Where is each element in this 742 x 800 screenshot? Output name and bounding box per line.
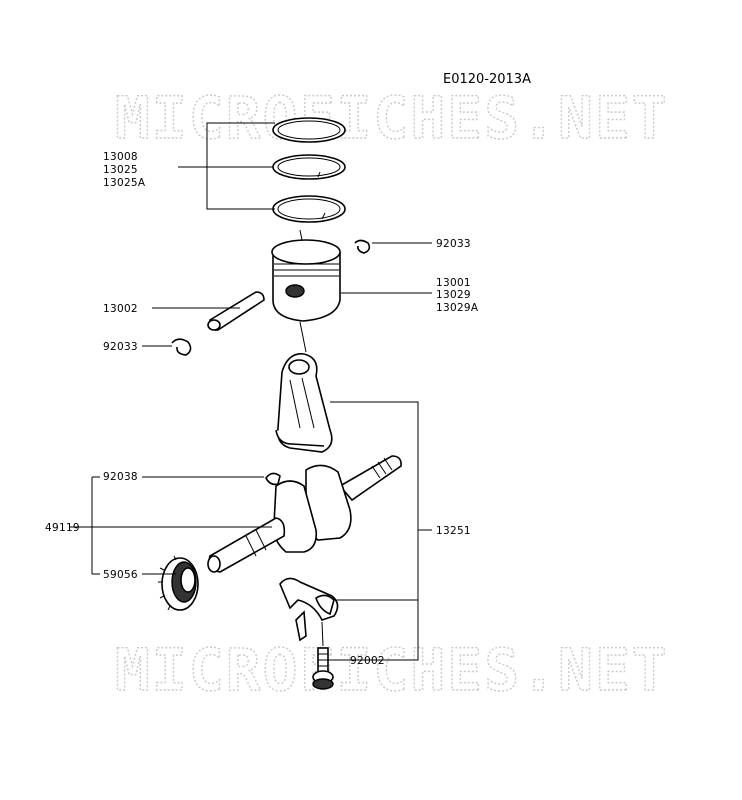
piston — [271, 229, 341, 322]
watermark-bottom: MICROFICHES.NET — [115, 636, 669, 704]
diagram-code: E0120-2013A — [443, 72, 531, 87]
woodruff-key — [265, 472, 281, 486]
crankshaft-gear — [158, 555, 199, 611]
callout-13001: 13001 — [436, 277, 471, 289]
rod-cap — [279, 577, 339, 642]
connecting-rod — [275, 353, 333, 453]
callout-92038: 92038 — [103, 471, 138, 483]
callout-13025: 13025 — [103, 164, 138, 176]
ring-top — [272, 117, 346, 143]
ring-bottom — [272, 195, 346, 223]
circlip-left — [171, 338, 192, 356]
callout-13002: 13002 — [103, 303, 138, 315]
crankshaft — [207, 455, 402, 573]
callout-92033-left: 92033 — [103, 341, 138, 353]
circlip-top — [354, 239, 371, 254]
callout-13029: 13029 — [436, 289, 471, 301]
watermark-top: MICROFICHES.NET — [115, 84, 669, 152]
callout-49119: 49119 — [45, 522, 80, 534]
callout-13008: 13008 — [103, 151, 138, 163]
callout-13025a: 13025A — [103, 177, 146, 189]
callout-13251: 13251 — [436, 525, 471, 537]
piston-pin — [207, 291, 265, 331]
callout-92002: 92002 — [350, 655, 385, 667]
ring-middle — [272, 154, 346, 180]
piston-rings — [178, 117, 346, 223]
callout-59056: 59056 — [103, 569, 138, 581]
rod-bolt — [312, 621, 334, 690]
callout-92033-top: 92033 — [436, 238, 471, 250]
callout-13029a: 13029A — [436, 302, 479, 314]
